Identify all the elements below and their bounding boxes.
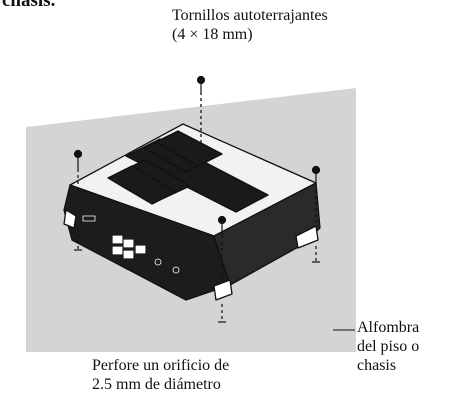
screws-label: Tornillos autoterrajantes (4 × 18 mm) <box>172 6 328 44</box>
screw-left <box>73 149 83 251</box>
mounting-feet <box>63 209 319 301</box>
hole-label-line2: 2.5 mm de diámetro <box>92 376 221 393</box>
floor-label-line2: del piso o <box>357 338 420 355</box>
floor-label-line1: Alfombra <box>357 319 420 336</box>
screws <box>73 75 321 323</box>
screw-right <box>311 165 321 263</box>
floor-label: Alfombra del piso o chasis <box>357 318 419 375</box>
hole-label-line1: Perfore un orificio de <box>92 357 230 374</box>
screws-label-line1: Tornillos autoterrajantes <box>172 7 328 24</box>
cooling-fins <box>107 130 223 205</box>
heading-fragment: chasis. <box>2 0 56 11</box>
hole-label: Perfore un orificio de 2.5 mm de diámetr… <box>92 356 229 394</box>
connector-panel <box>82 215 180 274</box>
screw-top <box>196 75 206 92</box>
amplifier <box>63 92 321 301</box>
screws-label-line2: (4 × 18 mm) <box>172 26 253 43</box>
screw-front <box>217 215 227 323</box>
floor-label-line3: chasis <box>357 357 397 374</box>
